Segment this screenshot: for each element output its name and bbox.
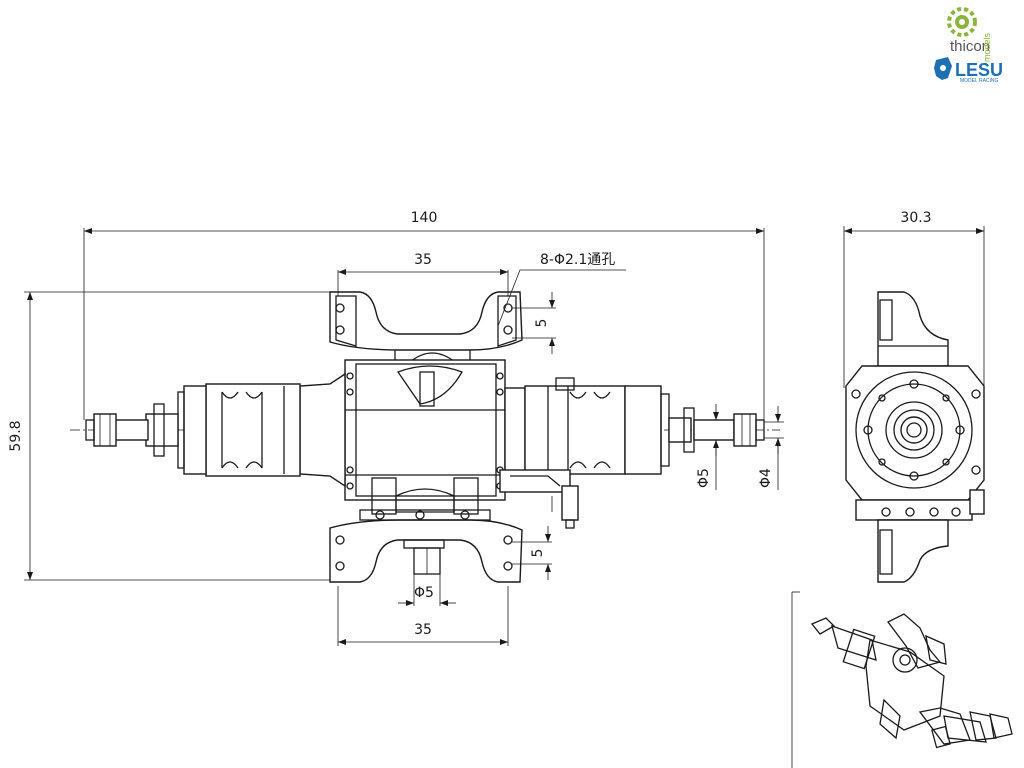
- side-housing: [845, 365, 985, 501]
- bottom-shaft-diameter-dimension: Φ5: [398, 574, 456, 606]
- side-bottom-bracket: [855, 489, 985, 583]
- lesu-name: LESU: [955, 60, 1003, 80]
- left-shaft-diameter-dimension: Φ5: [696, 404, 720, 490]
- gear-icon: [947, 7, 977, 37]
- bottom-slot-dimension: 5: [512, 526, 552, 580]
- center-housing: [344, 359, 506, 521]
- top-bracket-width-label: 35: [414, 252, 432, 268]
- lesu-sub: MODEL RACING: [960, 78, 999, 84]
- bottom-bracket-width-label: 35: [414, 622, 432, 638]
- side-width-label: 30.3: [900, 210, 931, 226]
- front-view-axle: [70, 291, 780, 583]
- lesu-logo: LESU MODEL RACING: [934, 57, 1003, 84]
- bottom-slot-label: 5: [530, 549, 546, 558]
- overall-width-dimension: 140: [83, 210, 765, 420]
- top-slot-label: 5: [534, 319, 550, 328]
- hole-note-label: 8-Φ2.1通孔: [540, 252, 615, 268]
- bottom-bracket-width-dimension: 35: [337, 586, 509, 646]
- height-label: 59.8: [8, 420, 24, 451]
- top-mount-bracket: [329, 291, 523, 363]
- top-slot-dimension: 5: [512, 292, 556, 354]
- bottom-mount-bracket: [329, 519, 523, 583]
- overall-width-label: 140: [411, 210, 438, 226]
- right-shaft-diameter-dimension: Φ4: [758, 406, 784, 490]
- right-axle-arm: [499, 377, 765, 529]
- side-top-bracket: [877, 291, 949, 367]
- bottom-shaft-diameter-label: Φ5: [414, 585, 434, 601]
- isometric-inset: [791, 591, 1013, 768]
- top-bracket-width-dimension: 35: [337, 252, 509, 296]
- thicon-logo: thicon models: [947, 7, 992, 62]
- left-axle-arm: [85, 372, 346, 488]
- thicon-sub: models: [982, 32, 992, 62]
- right-shaft-diameter-label: Φ4: [758, 468, 774, 488]
- left-shaft-diameter-label: Φ5: [696, 468, 712, 488]
- thicon-name: thicon: [950, 38, 990, 55]
- hole-note-leader: 8-Φ2.1通孔: [497, 252, 626, 327]
- side-width-dimension: 30.3: [843, 210, 985, 388]
- side-view-axle: [845, 291, 985, 583]
- height-dimension: 59.8: [8, 291, 330, 581]
- lion-icon: [934, 57, 952, 80]
- isometric-axle: [810, 613, 1013, 749]
